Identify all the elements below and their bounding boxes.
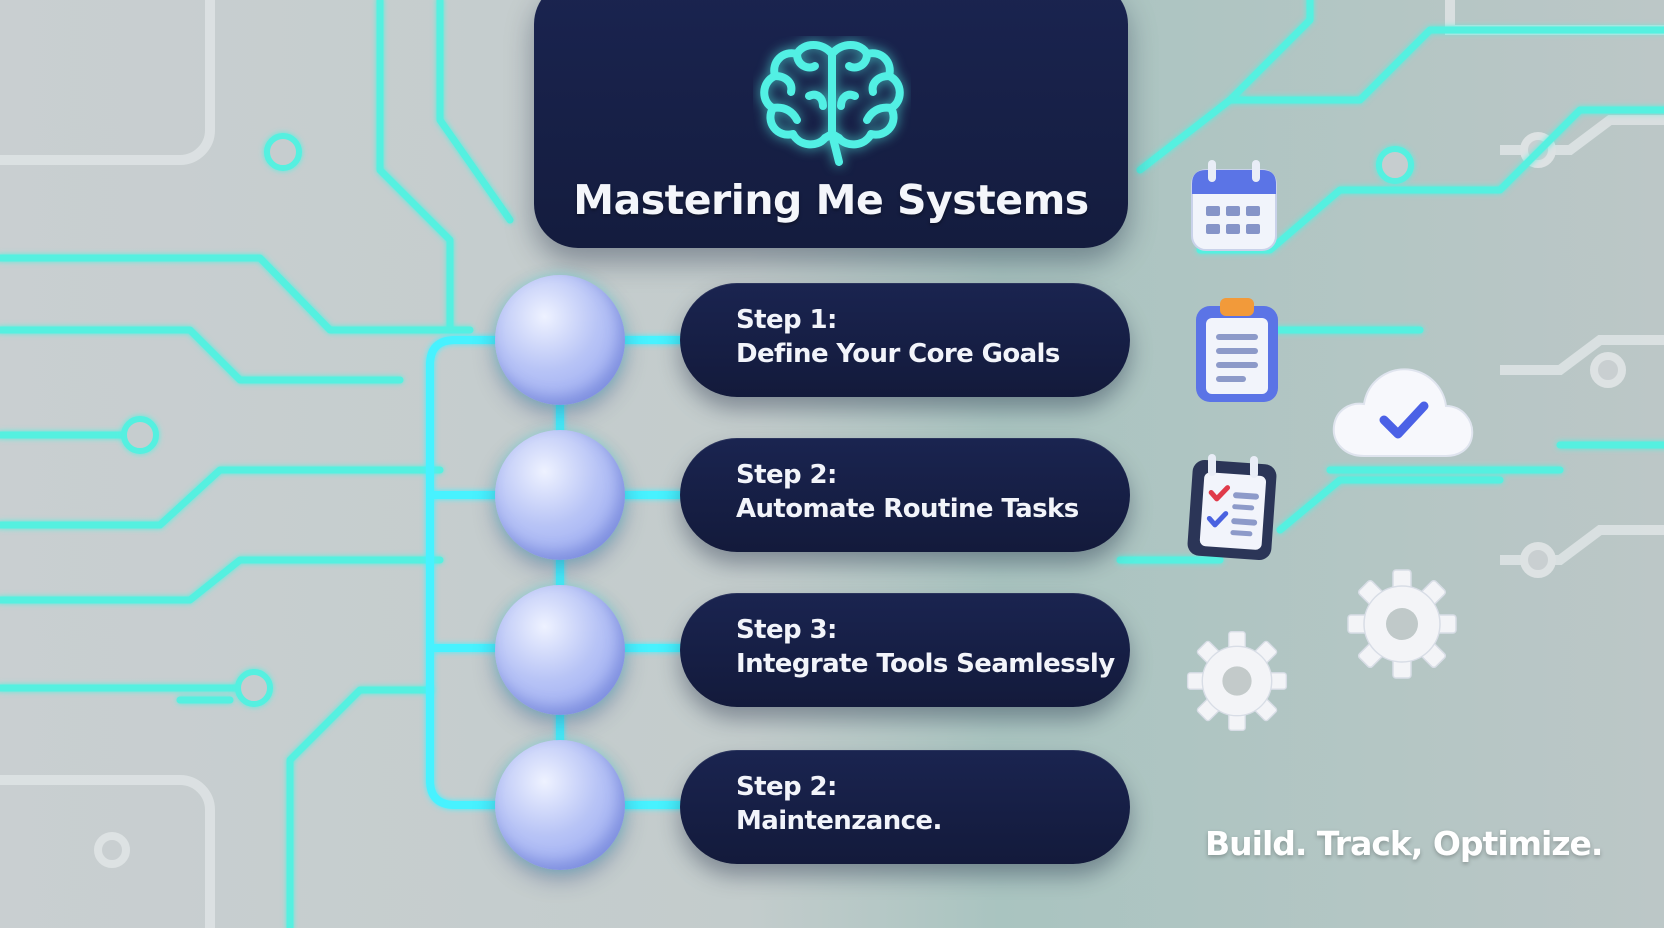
checklist-icon bbox=[1187, 454, 1277, 561]
clipboard-icon bbox=[1196, 298, 1278, 402]
step-label: Step 3: bbox=[736, 615, 837, 645]
step-label: Step 2: bbox=[736, 772, 837, 802]
calendar-icon bbox=[1191, 160, 1277, 251]
step-card-3: Step 3: Integrate Tools Seamlessly bbox=[680, 593, 1130, 707]
brain-icon bbox=[760, 41, 904, 166]
step-title: Define Your Core Goals bbox=[736, 339, 1060, 369]
step-node-3 bbox=[495, 585, 625, 715]
step-card-4: Step 2: Maintenzance. bbox=[680, 750, 1130, 864]
step-title: Automate Routine Tasks bbox=[736, 494, 1079, 524]
gear-icon bbox=[1186, 630, 1288, 732]
step-card-2: Step 2: Automate Routine Tasks bbox=[680, 438, 1130, 552]
cloud-check-icon bbox=[1332, 368, 1474, 457]
step-node-4 bbox=[495, 740, 625, 870]
step-node-1 bbox=[495, 275, 625, 405]
step-title: Maintenzance. bbox=[736, 806, 942, 836]
tagline: Build. Track, Optimize. bbox=[1205, 824, 1603, 863]
step-label: Step 2: bbox=[736, 460, 837, 490]
gear-icon bbox=[1347, 569, 1457, 679]
step-label: Step 1: bbox=[736, 305, 837, 335]
step-card-1: Step 1: Define Your Core Goals bbox=[680, 283, 1130, 397]
step-node-2 bbox=[495, 430, 625, 560]
page-title: Mastering Me Systems bbox=[573, 176, 1089, 224]
step-title: Integrate Tools Seamlessly bbox=[736, 649, 1115, 679]
